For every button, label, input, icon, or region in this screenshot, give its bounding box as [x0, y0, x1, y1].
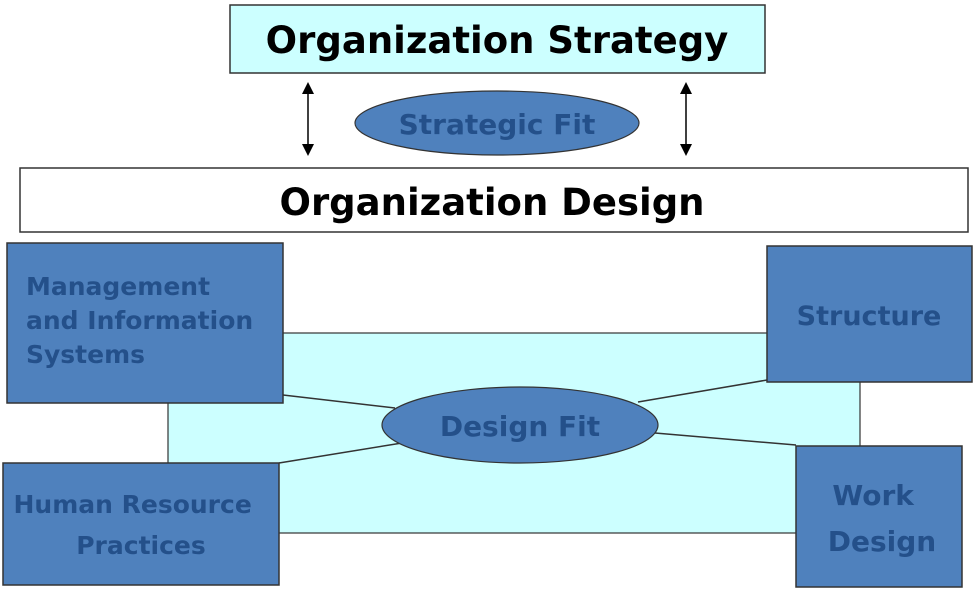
management-information-systems-box: Management and Information Systems	[6, 242, 284, 404]
structure-box: Structure	[766, 245, 973, 383]
organization-strategy-box: Organization Strategy	[229, 4, 766, 74]
design-fit-ellipse: Design Fit	[381, 386, 659, 464]
strategic-fit-ellipse: Strategic Fit	[354, 90, 640, 156]
connector-lines	[278, 379, 797, 464]
strategic-fit-label: Strategic Fit	[399, 108, 596, 141]
organization-strategy-label: Organization Strategy	[266, 19, 729, 62]
human-resource-practices-box: Human Resource Practices	[2, 462, 280, 586]
work-design-box: Work Design	[795, 445, 963, 588]
work-design-label: Work Design	[828, 479, 936, 558]
mis-label: Management and Information Systems	[26, 272, 262, 369]
structure-label: Structure	[797, 301, 942, 332]
organization-design-box: Organization Design	[19, 167, 969, 233]
organization-design-label: Organization Design	[279, 181, 704, 224]
design-fit-label: Design Fit	[440, 410, 600, 443]
hr-label: Human Resource Practices	[13, 490, 260, 560]
